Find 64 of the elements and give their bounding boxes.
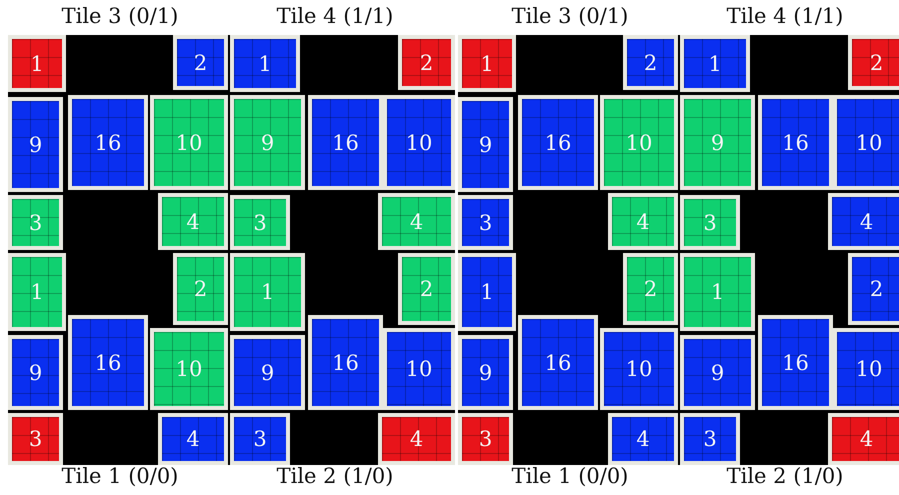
tile-caption: Tile 2 (1/0) (726, 464, 844, 488)
puzzle-piece: 2 (848, 35, 899, 90)
puzzle-piece: 10 (150, 95, 228, 190)
tile-caption: Tile 4 (1/1) (726, 4, 844, 28)
puzzle-piece: 4 (608, 193, 678, 250)
tile-caption: Tile 1 (0/0) (62, 464, 178, 488)
puzzle-piece: 1 (458, 35, 516, 92)
puzzle-piece: 10 (833, 328, 899, 410)
puzzle-piece: 16 (68, 95, 148, 190)
puzzle-piece: 4 (378, 193, 455, 250)
puzzle-piece: 9 (230, 335, 305, 410)
tile-caption: Tile 3 (0/1) (62, 4, 178, 28)
puzzle-piece: 16 (308, 95, 383, 190)
puzzle-piece: 10 (150, 328, 228, 410)
puzzle-piece: 4 (158, 413, 228, 465)
puzzle-piece: 2 (398, 35, 455, 90)
puzzle-piece: 4 (608, 413, 678, 465)
puzzle-piece: 9 (680, 95, 755, 190)
puzzle-piece: 4 (828, 413, 899, 465)
puzzle-piece: 3 (8, 195, 63, 250)
puzzle-piece: 16 (758, 95, 833, 190)
puzzle-piece: 10 (383, 328, 455, 410)
puzzle-piece: 2 (623, 253, 678, 325)
puzzle-piece: 2 (398, 253, 455, 325)
puzzle-piece: 4 (378, 413, 455, 465)
puzzle-piece: 1 (230, 253, 305, 331)
puzzle-piece: 16 (758, 315, 833, 410)
puzzle-piece: 10 (833, 95, 899, 190)
puzzle-piece: 2 (173, 35, 228, 90)
puzzle-piece: 16 (518, 315, 598, 410)
puzzle-piece: 3 (230, 413, 290, 465)
tile-caption: Tile 2 (1/0) (276, 464, 394, 488)
puzzle-piece: 3 (680, 195, 740, 250)
puzzle-piece: 1 (8, 253, 66, 331)
puzzle-piece: 9 (458, 97, 513, 192)
puzzle-piece: 10 (383, 95, 455, 190)
puzzle-piece: 2 (848, 253, 899, 325)
puzzle-piece: 2 (623, 35, 678, 90)
puzzle-piece: 10 (600, 328, 678, 410)
puzzle-piece: 2 (173, 253, 228, 325)
puzzle-piece: 4 (158, 193, 228, 250)
puzzle-piece: 16 (308, 315, 383, 410)
puzzle-piece: 9 (8, 97, 63, 192)
puzzle-piece: 4 (828, 193, 899, 250)
puzzle-piece: 10 (600, 95, 678, 190)
tile-caption: Tile 4 (1/1) (276, 4, 394, 28)
puzzle-piece: 3 (458, 413, 513, 465)
puzzle-piece: 9 (458, 335, 513, 410)
tile-caption: Tile 3 (0/1) (512, 4, 628, 28)
puzzle-piece: 9 (8, 335, 63, 410)
puzzle-piece: 1 (8, 35, 66, 92)
puzzle-piece: 16 (68, 315, 148, 410)
tile-caption: Tile 1 (0/0) (512, 464, 628, 488)
puzzle-piece: 9 (230, 95, 305, 190)
puzzle-piece: 1 (230, 35, 300, 92)
puzzle-piece: 1 (680, 35, 750, 92)
puzzle-piece: 9 (680, 335, 755, 410)
puzzle-piece: 3 (458, 195, 513, 250)
puzzle-piece: 3 (680, 413, 740, 465)
puzzle-piece: 16 (518, 95, 598, 190)
puzzle-piece: 1 (458, 253, 516, 331)
puzzle-piece: 3 (8, 413, 63, 465)
puzzle-piece: 1 (680, 253, 755, 331)
puzzle-piece: 3 (230, 195, 290, 250)
